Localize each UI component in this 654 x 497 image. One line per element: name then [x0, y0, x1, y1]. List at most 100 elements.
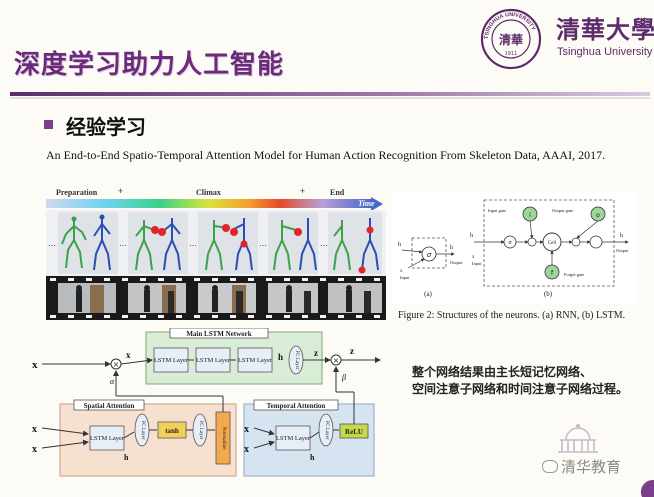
- timeline-preparation-label: Preparation: [56, 188, 98, 197]
- svg-text:LSTM Layer: LSTM Layer: [90, 435, 125, 442]
- main-fc-layer: FC Layer: [288, 345, 304, 375]
- svg-text:FC Layer: FC Layer: [140, 420, 145, 439]
- watermark-label: 清华教育: [561, 458, 622, 476]
- video-frame-strip: [46, 276, 386, 320]
- svg-text:i: i: [529, 212, 531, 219]
- svg-text:FC Layer: FC Layer: [198, 420, 203, 439]
- timeline-end-label: End: [330, 188, 345, 197]
- paper-citation: An End-to-End Spatio-Temporal Attention …: [46, 148, 606, 162]
- temporal-attention-label: Temporal Attention: [267, 402, 326, 410]
- svg-text:σ: σ: [427, 251, 432, 259]
- cell-label: Cell: [548, 241, 557, 246]
- input-gate-label: Input gate: [488, 208, 506, 213]
- timeline-tick: +: [300, 186, 306, 196]
- wechat-icon: [542, 460, 558, 473]
- rnn-neuron: σ h x Input h Output: [398, 237, 463, 280]
- svg-text:ReLU: ReLU: [345, 428, 363, 436]
- svg-text:LSTM Layer: LSTM Layer: [196, 357, 231, 364]
- svg-text:o: o: [596, 212, 600, 219]
- rnn-input-x: x: [400, 269, 403, 274]
- alpha-label: α: [110, 377, 115, 386]
- weighted-input-x: x: [126, 350, 131, 360]
- skeleton-frame: [328, 212, 382, 274]
- figure-caption: Figure 2: Structures of the neurons. (a)…: [398, 310, 626, 321]
- university-building-icon: [558, 424, 598, 453]
- beta-label: β: [341, 373, 346, 382]
- seal-center-text: 清華: [499, 32, 523, 47]
- section-bullet: [44, 120, 53, 129]
- action-timeline: Preparation + Climax + End Time: [46, 186, 386, 211]
- normalize-block: Normalize: [215, 411, 231, 465]
- lstm-h-prev: h: [470, 233, 473, 239]
- spatial-attention-label: Spatial Attention: [84, 402, 135, 410]
- timeline-tick: +: [118, 186, 124, 196]
- lstm-input-label: Input: [472, 261, 482, 266]
- svg-text:×: ×: [333, 356, 340, 365]
- timeline-climax-label: Climax: [196, 188, 221, 197]
- svg-text:FC Layer: FC Layer: [294, 350, 299, 369]
- temporal-lstm-layer: LSTM Layer: [275, 425, 311, 451]
- summary-line-1: 整个网络结果由主长短记忆网络、: [412, 365, 593, 379]
- lstm-input-x: x: [472, 255, 475, 260]
- output-z: z: [314, 348, 318, 358]
- tanh-block: tanh: [157, 421, 187, 439]
- input-x: x: [32, 359, 38, 371]
- skeleton-frame: [198, 212, 258, 274]
- svg-text:FC Layer: FC Layer: [324, 420, 329, 439]
- lstm-caption-label: (b): [544, 290, 553, 298]
- main-lstm-layer: LSTM Layer: [153, 347, 189, 373]
- svg-text:×: ×: [113, 360, 120, 369]
- svg-text:σ: σ: [508, 240, 512, 246]
- lstm-neuron: i Input gate o Output gate σ Cell f Forg…: [470, 199, 629, 287]
- spatial-attention-box: [59, 403, 237, 477]
- skeleton-sequence: … … … … …: [46, 210, 386, 276]
- watermark-text: 清华教育: [542, 456, 621, 477]
- video-frame: [328, 283, 382, 313]
- spatial-lstm-layer: LSTM Layer: [89, 425, 125, 451]
- summary-line-2: 空间注意子网络和时间注意子网络过程。: [412, 382, 629, 396]
- main-hidden-state: h: [278, 352, 283, 362]
- university-name-en: Tsinghua University: [557, 46, 653, 58]
- corner-decoration: [640, 479, 654, 497]
- svg-text:LSTM Layer: LSTM Layer: [238, 357, 273, 364]
- svg-text:Normalize: Normalize: [221, 426, 227, 450]
- timeline-gradient-bar: [46, 199, 371, 208]
- temporal-fc-layer: FC Layer: [318, 413, 334, 447]
- main-lstm-layer: LSTM Layer: [195, 347, 231, 373]
- timeline-arrowhead: [371, 197, 383, 211]
- summary-text: 整个网络结果由主长短记忆网络、 空间注意子网络和时间注意子网络过程。: [412, 364, 628, 398]
- svg-text:LSTM Layer: LSTM Layer: [276, 435, 311, 442]
- attended-output-z: z: [350, 346, 354, 356]
- spatial-hidden-state: h: [124, 453, 129, 462]
- video-frame: [128, 283, 186, 313]
- lstm-output-label: Output: [616, 248, 629, 253]
- slide-title: 深度学习助力人工智能: [14, 50, 285, 80]
- spatial-fc-layer: FC Layer: [134, 413, 150, 447]
- video-frame: [268, 283, 318, 313]
- video-frame: [198, 283, 256, 313]
- section-heading: 经验学习: [66, 115, 146, 139]
- spatial-input-x: x: [32, 424, 37, 435]
- main-lstm-layer: LSTM Layer: [237, 347, 273, 373]
- skeleton-ellipsis: …: [119, 239, 127, 248]
- lstm-h-out: h: [620, 233, 623, 239]
- title-divider-shadow: [10, 97, 650, 99]
- rnn-input-label: Input: [400, 275, 410, 280]
- svg-text:f: f: [551, 270, 554, 277]
- svg-text:tanh: tanh: [165, 427, 179, 435]
- university-name-cn: 清華大學: [556, 15, 654, 44]
- rnn-h-prev: h: [398, 242, 401, 248]
- university-seal-logo: TSINGHUA UNIVERSITY 清華 1911: [480, 8, 542, 70]
- skeleton-frame: [128, 212, 188, 274]
- rnn-caption-label: (a): [424, 290, 432, 298]
- skeleton-ellipsis: …: [259, 239, 267, 248]
- main-lstm-network-label: Main LSTM Network: [186, 330, 251, 338]
- spatial-input-x-prev: x: [32, 444, 37, 455]
- seal-year: 1911: [505, 51, 518, 57]
- spatial-fc-layer-2: FC Layer: [192, 413, 208, 447]
- video-frame: [58, 283, 116, 313]
- attention-network-diagram: Main LSTM Network LSTM Layer LSTM Layer …: [32, 328, 381, 477]
- temporal-hidden-state: h: [310, 453, 315, 462]
- temporal-input-x: x: [244, 424, 249, 435]
